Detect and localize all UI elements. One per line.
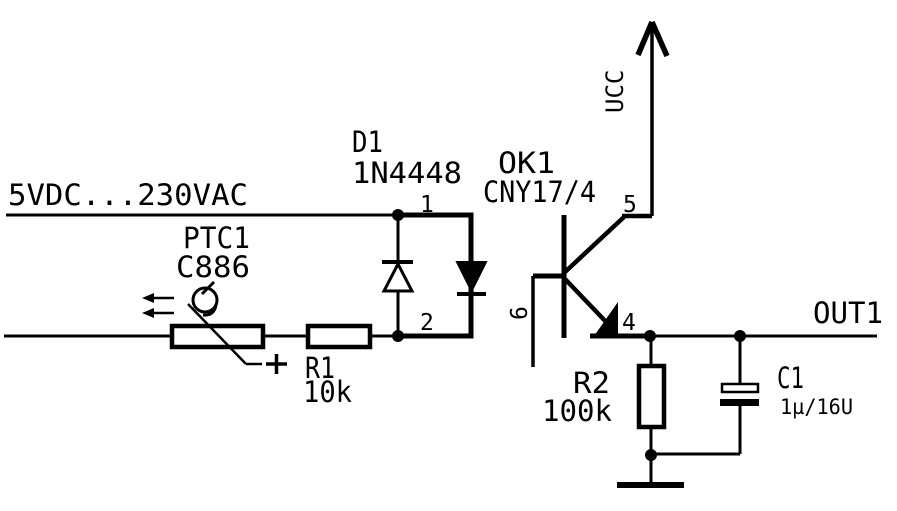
ptc1-arrows (142, 293, 174, 318)
d1-ref-label: D1 (352, 125, 383, 159)
out1-net-label: OUT1 (813, 296, 883, 330)
r1-value-label: 10k (303, 375, 352, 409)
ptc1-body (169, 323, 266, 350)
d1-left-triangle (381, 260, 415, 293)
component-r2: R2 100k (542, 363, 667, 430)
junction-node2 (392, 330, 404, 342)
supply-ucc: UCC (601, 20, 670, 216)
ptc1-value-label: C886 (176, 250, 250, 284)
input-net-label: 5VDC...230VAC (8, 178, 248, 212)
component-ok1: OK1 CNY17/4 5 4 6 (483, 146, 652, 367)
ok1-pin6-label: 6 (507, 306, 533, 320)
ucc-arrowhead (635, 20, 670, 58)
ok1-emitter (563, 277, 612, 328)
d1-right-triangle (455, 261, 488, 294)
d1-pin2-label: 2 (420, 310, 434, 336)
junction-node1 (392, 209, 404, 221)
r2-body (636, 363, 667, 430)
c1-ref-label: C1 (777, 361, 804, 395)
component-ptc1: PTC1 C886 (142, 221, 287, 374)
r2-value-label: 100k (542, 394, 613, 428)
component-r1: R1 10k (303, 323, 373, 409)
ptc1-ref-label: PTC1 (183, 221, 250, 255)
r1-body (305, 323, 373, 350)
component-d1: D1 1N4448 1 2 (352, 125, 488, 336)
c1-top-plate (720, 382, 760, 394)
junction-out-c1 (734, 330, 746, 342)
ok1-value-label: CNY17/4 (483, 175, 596, 209)
ok1-pin4-label: 4 (622, 310, 636, 336)
c1-value-label: 1µ/16U (780, 395, 853, 419)
r1-ref-label: R1 (305, 351, 335, 385)
ok1-pin5-label: 5 (623, 192, 637, 218)
junctions (392, 209, 746, 461)
component-c1: C1 1µ/16U (720, 361, 853, 419)
ptc1-plus-sign (266, 354, 287, 374)
ok1-ref-label: OK1 (498, 146, 555, 180)
ucc-label: UCC (601, 70, 629, 113)
ptc1-theta-symbol (191, 280, 219, 317)
d1-value-label: 1N4448 (352, 156, 462, 190)
r2-ref-label: R2 (573, 366, 610, 400)
d1-pin1-label: 1 (420, 192, 434, 218)
ok1-collector (563, 215, 626, 274)
wires (4, 212, 877, 483)
ok1-emitter-arrow (594, 302, 618, 336)
junction-gnd (645, 449, 657, 461)
wire-d1-loop (398, 212, 474, 339)
c1-bottom-plate (720, 399, 759, 406)
ptc1-diagonal (187, 303, 247, 365)
